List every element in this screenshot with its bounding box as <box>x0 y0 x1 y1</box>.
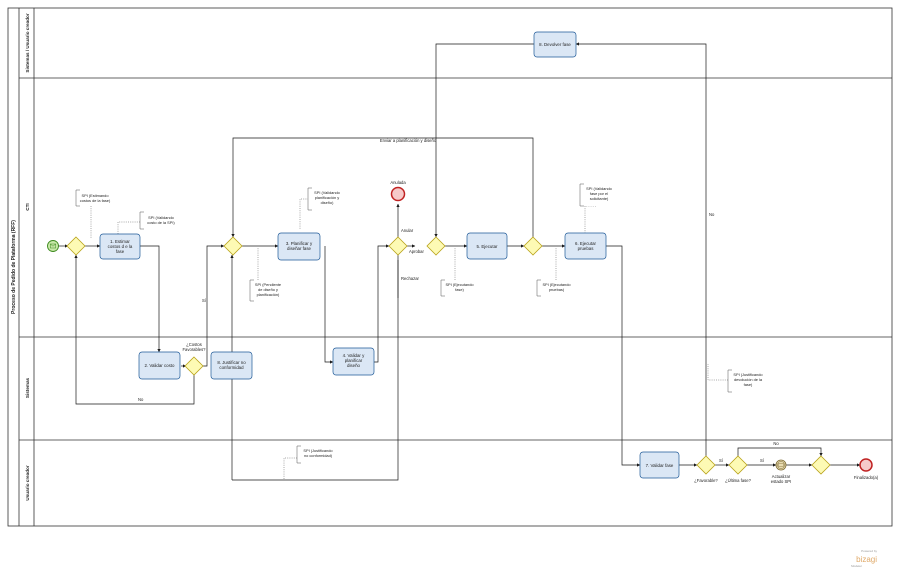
label-aprobar: Aprobar <box>409 249 425 254</box>
gateways <box>66 236 831 475</box>
gateway-favorable <box>696 455 716 475</box>
end-event-finalizada-label: Finalizado(a) <box>854 475 879 480</box>
lanes: Sistemas / Usuario creador CTI Sistemas … <box>19 13 892 501</box>
svg-text:2. Validar costo: 2. Validar costo <box>145 363 175 368</box>
end-event-finalizada: Finalizado(a) <box>854 458 879 480</box>
gateway-merge-start <box>66 236 86 256</box>
end-event-anulada-label: Anulada <box>390 180 406 185</box>
flow-g2-si <box>202 244 225 367</box>
flow-g6-enviar <box>231 137 534 238</box>
label-rechazar: Rechazar <box>401 276 420 281</box>
flow-t8-to-g5 <box>434 43 534 238</box>
task-ejecutar[interactable]: 5. Ejecutar <box>466 232 508 260</box>
label-si-ultima: Sí <box>760 458 765 463</box>
brand-sub: Modeler <box>851 564 862 568</box>
flow-g7-no <box>575 42 707 456</box>
flow-t4-to-g4 <box>374 244 390 363</box>
task-validar-fase[interactable]: 7. Validar fase <box>639 451 680 479</box>
label-anular: Anular <box>401 228 414 233</box>
task-devolver-fase[interactable]: 8. Devolver fase <box>533 31 577 58</box>
gateway-costos-favorables <box>184 356 204 376</box>
gateway-merge-ejecutar <box>426 236 446 256</box>
flow-labels: Enviar a planificación y diseño Anular A… <box>138 138 779 483</box>
label-ultima-fase: ¿Última fase? <box>725 478 752 483</box>
flow-t1-to-t2 <box>140 245 161 353</box>
flow-g8-no <box>737 447 823 457</box>
label-si-costos: Sí <box>202 298 207 303</box>
label-no-favorable: No <box>709 212 715 217</box>
flow-justify-return <box>232 260 399 481</box>
brand-name: bizagi <box>856 555 877 564</box>
lane-title-sistemas: Sistemas <box>25 377 30 398</box>
flow-t3-to-t4 <box>324 246 334 364</box>
task-validar-costo[interactable]: 2. Validar costo <box>138 351 181 380</box>
label-favorable: ¿Favorable? <box>694 478 718 483</box>
pool-title: Proceso de Pedido de Plataforma (RFF) <box>11 220 17 314</box>
lane-title-sistemas-usuario: Sistemas / Usuario creador <box>25 13 30 72</box>
svg-text:5. Ejecutar: 5. Ejecutar <box>477 244 499 249</box>
brand-logo: Powered by bizagi Modeler <box>851 549 877 568</box>
svg-text:8. Devolver fase: 8. Devolver fase <box>539 42 571 47</box>
gateway-merge-planificar <box>223 236 243 256</box>
svg-text:7. Validar fase: 7. Validar fase <box>646 463 674 468</box>
lane-title-usuario-creador: Usuario creador <box>25 465 30 500</box>
gateway-decision-validar <box>388 236 408 256</box>
lane-title-cti: CTI <box>25 203 30 210</box>
start-event <box>47 240 59 252</box>
brand-powered: Powered by <box>861 549 877 553</box>
label-no-ultima: No <box>773 441 779 446</box>
gateway-merge-end <box>811 455 831 475</box>
flow-g2-no <box>74 254 195 405</box>
flow-t6-to-t7 <box>606 245 641 467</box>
gateway-split-pruebas <box>523 236 543 256</box>
gateway-ultima-fase <box>728 455 748 475</box>
label-si-favorable: Sí <box>719 458 724 463</box>
label-enviar: Enviar a planificación y diseño <box>380 138 437 143</box>
label-no-costos: No <box>138 397 144 402</box>
end-event-anulada: Anulada <box>390 180 406 202</box>
